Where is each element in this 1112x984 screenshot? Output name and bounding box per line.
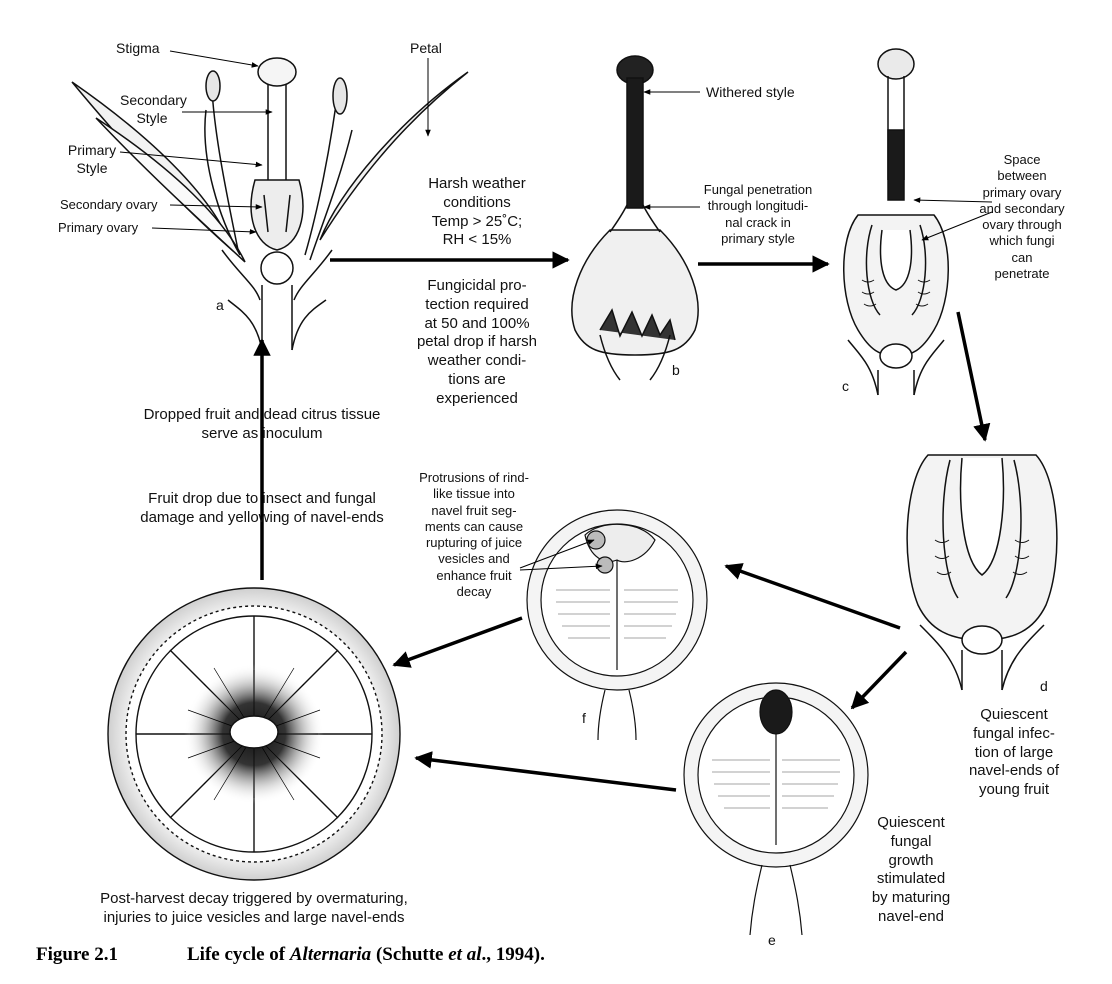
label-primary-style: Primary Style — [64, 142, 120, 177]
panel-label-a: a — [216, 297, 224, 315]
label-quiescent-growth: Quiescent fungal growth stimulated by ma… — [862, 814, 960, 927]
young-fruit-section-d-drawing — [907, 455, 1057, 690]
panel-label-f: f — [582, 710, 586, 728]
panel-label-c: c — [842, 378, 849, 396]
decayed-fruit-drawing — [108, 588, 400, 880]
label-secondary-ovary: Secondary ovary — [60, 197, 158, 213]
caption-prefix: Life cycle of — [187, 944, 290, 965]
arrow-f-to-decay — [394, 618, 522, 665]
label-fungal-penetration: Fungal penetration through longitudi- na… — [688, 182, 828, 247]
label-withered-style: Withered style — [706, 84, 795, 102]
caption-suffix: ., 1994). — [482, 944, 545, 965]
arrow-d-to-e — [852, 652, 906, 708]
label-primary-ovary: Primary ovary — [58, 220, 138, 236]
label-protrusions: Protrusions of rind- like tissue into na… — [412, 470, 536, 600]
arrow-d-to-f — [726, 566, 900, 628]
label-petal: Petal — [410, 40, 442, 58]
label-dropped-fruit: Dropped fruit and dead citrus tissue ser… — [102, 406, 422, 444]
arrow-c-to-d — [958, 312, 985, 440]
maturing-fruit-e-drawing — [684, 683, 868, 935]
label-harsh-weather: Harsh weather conditions Temp > 25˚C; RH… — [402, 175, 552, 250]
panel-label-b: b — [672, 362, 680, 380]
arrow-e-to-decay — [416, 758, 676, 790]
label-quiescent-infection: Quiescent fungal infec- tion of large na… — [960, 706, 1068, 800]
label-fruit-drop: Fruit drop due to insect and fungal dama… — [102, 490, 422, 528]
fruit-section-f-drawing — [527, 510, 707, 740]
caption-etal: et al — [448, 944, 481, 965]
label-space-between: Space between primary ovary and secondar… — [964, 152, 1080, 282]
navel-ovary-section-c-drawing — [844, 49, 949, 395]
label-secondary-style: Secondary Style — [120, 92, 184, 127]
withered-flower-drawing — [572, 56, 698, 380]
label-fungicidal-protection: Fungicidal pro- tection required at 50 a… — [402, 277, 552, 408]
caption-middle: (Schutte — [371, 944, 448, 965]
caption-genus: Alternaria — [290, 944, 371, 965]
panel-label-d: d — [1040, 678, 1048, 696]
label-stigma: Stigma — [116, 40, 160, 58]
panel-label-e: e — [768, 932, 776, 950]
label-post-harvest-decay: Post-harvest decay triggered by overmatu… — [82, 890, 426, 928]
figure-number: Figure 2.1 — [36, 944, 187, 966]
